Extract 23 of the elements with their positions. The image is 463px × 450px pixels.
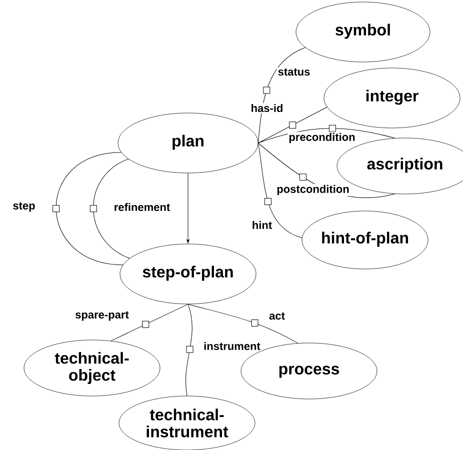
connector <box>56 152 124 266</box>
ellipse-node: symbol <box>296 2 430 62</box>
edge-label: step <box>12 201 36 213</box>
edge-label: hint <box>250 220 274 230</box>
ellipse-node: technical- object <box>24 340 160 396</box>
connector <box>93 158 130 259</box>
edge-label: spare-part <box>74 310 130 322</box>
ellipse-node: plan <box>118 112 258 174</box>
connector <box>188 304 298 344</box>
edge-label: act <box>268 311 286 321</box>
connector <box>186 304 192 396</box>
ellipse-node: integer <box>324 68 460 128</box>
connector <box>110 304 188 342</box>
connector <box>258 142 302 238</box>
ellipse-node: hint-of-plan <box>302 210 428 270</box>
edge-label: postcondition <box>276 184 350 196</box>
edge-label: has-id <box>250 102 284 114</box>
edge-label: status <box>276 67 312 77</box>
connector <box>258 47 306 144</box>
connector <box>258 106 328 144</box>
ellipse-node: step-of-plan <box>120 244 256 304</box>
connector <box>186 172 190 244</box>
edge-label: refinement <box>112 202 172 212</box>
